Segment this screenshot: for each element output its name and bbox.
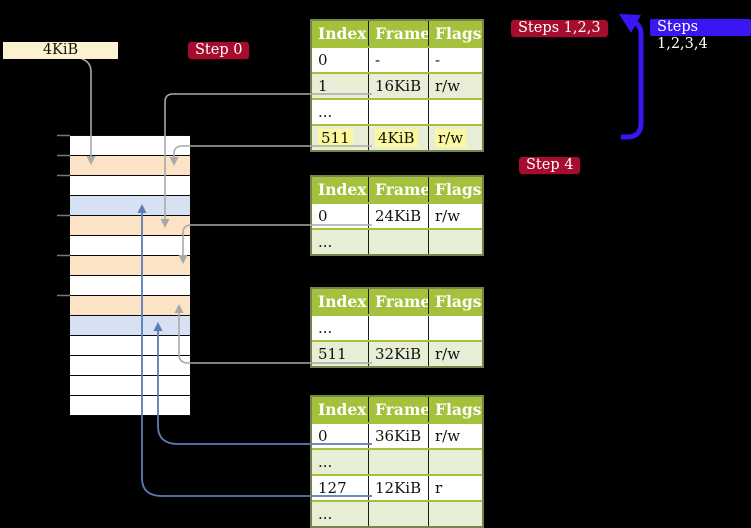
page-table-2: Index Frame Flags 0 24KiB r/w ... (310, 175, 484, 256)
memory-ticks (57, 134, 70, 297)
memory-row (70, 356, 190, 376)
highlighted-value: r/w (435, 129, 467, 147)
page-size-box: 4KiB (3, 42, 118, 59)
column-header-flags: Flags (428, 177, 482, 202)
arrow-steps-big-blue (619, 14, 644, 140)
memory-row (70, 236, 190, 256)
table-row: 0 24KiB r/w (312, 202, 482, 228)
memory-row (70, 316, 190, 336)
steps-1234-badge: Steps 1,2,3,4 (650, 19, 751, 52)
memory-row (70, 336, 190, 356)
table-row: ... (312, 314, 482, 340)
table-row: ... (312, 448, 482, 474)
table-row: 127 12KiB r (312, 474, 482, 500)
column-header-index: Index (318, 180, 367, 199)
memory-row (70, 216, 190, 236)
table-row: 0 36KiB r/w (312, 422, 482, 448)
highlighted-value: 511 (318, 129, 353, 147)
step-4-badge: Step 4 (519, 157, 581, 174)
page-table-4: Index Frame Flags 0 36KiB r/w ... 127 12… (310, 395, 484, 528)
memory-row (70, 296, 190, 316)
memory-row (70, 156, 190, 176)
physical-memory-column (70, 135, 190, 416)
column-header-frame: Frame (368, 177, 428, 202)
table-header: Index Frame Flags (312, 289, 482, 314)
memory-row (70, 276, 190, 296)
table-row: 0 - - (312, 46, 482, 72)
steps-123-badge: Steps 1,2,3 (511, 20, 608, 37)
column-header-flags: Flags (428, 21, 482, 46)
memory-row (70, 376, 190, 396)
table-row: ... (312, 500, 482, 526)
memory-row (70, 196, 190, 216)
memory-row (70, 136, 190, 156)
page-table-3: Index Frame Flags ... 511 32KiB r/w (310, 287, 484, 368)
memory-row (70, 176, 190, 196)
column-header-index: Index (318, 400, 367, 419)
column-header-flags: Flags (428, 289, 482, 314)
column-header-index: Index (318, 24, 367, 43)
highlighted-value: 4KiB (375, 129, 418, 147)
table-header: Index Frame Flags (312, 397, 482, 422)
column-header-index: Index (318, 292, 367, 311)
page-table-1: Index Frame Flags 0 - - 1 16KiB r/w ... … (310, 19, 484, 152)
step-0-badge: Step 0 (188, 42, 250, 59)
table-row: ... (312, 228, 482, 254)
column-header-frame: Frame (368, 397, 428, 422)
column-header-frame: Frame (368, 21, 428, 46)
memory-row (70, 256, 190, 276)
column-header-frame: Frame (368, 289, 428, 314)
table-row: 1 16KiB r/w (312, 72, 482, 98)
column-header-flags: Flags (428, 397, 482, 422)
table-row: 511 32KiB r/w (312, 340, 482, 366)
table-header: Index Frame Flags (312, 177, 482, 202)
memory-row (70, 396, 190, 416)
table-row-highlighted: 511 4KiB r/w (312, 124, 482, 150)
table-row: ... (312, 98, 482, 124)
table-header: Index Frame Flags (312, 21, 482, 46)
